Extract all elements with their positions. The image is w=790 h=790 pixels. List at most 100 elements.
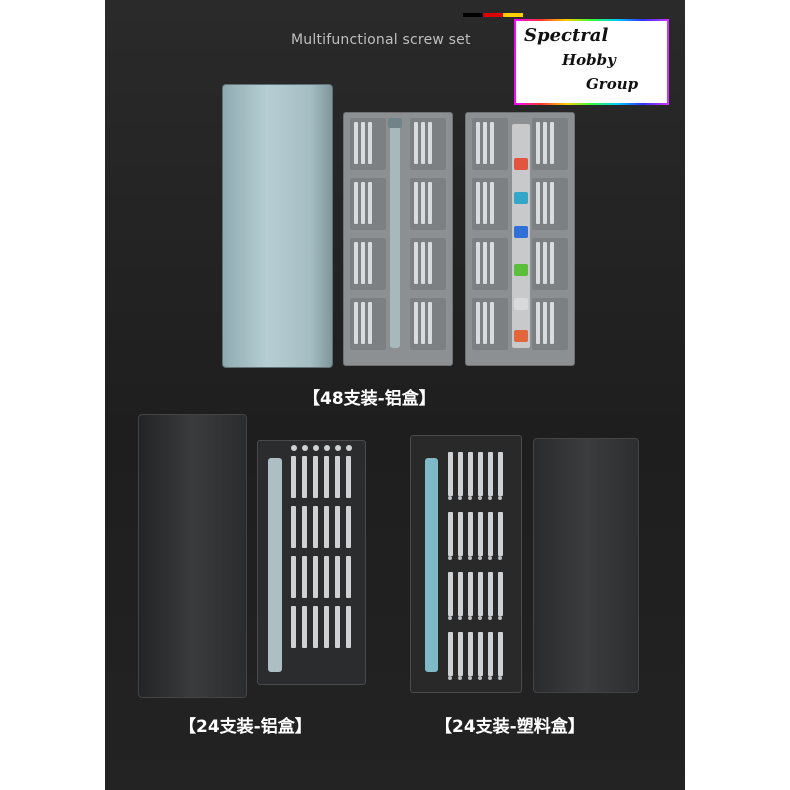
logo-line-1: Spectral (524, 25, 609, 46)
bit-icon (324, 456, 329, 498)
device-icon (514, 226, 528, 238)
bit-icon (543, 182, 547, 224)
bit-icon (368, 242, 372, 284)
bit-icon (414, 302, 418, 344)
bit-icon (488, 452, 493, 496)
bit-head-icon (488, 496, 492, 500)
bit-icon (291, 606, 296, 648)
bit-icon (313, 506, 318, 548)
bit-head-icon (478, 616, 482, 620)
bit-icon (488, 512, 493, 556)
bit-icon (421, 182, 425, 224)
bit-icon (421, 302, 425, 344)
caption-24-aluminum: 【24支装-铝盒】 (179, 717, 312, 737)
bit-icon (448, 512, 453, 556)
bit-head-icon (478, 676, 482, 680)
device-icon (514, 192, 528, 204)
bit-icon (536, 182, 540, 224)
bit-icon (536, 242, 540, 284)
bit-icon (476, 182, 480, 224)
bit-icon (291, 556, 296, 598)
screwdriver-handle-icon (390, 124, 400, 348)
bit-icon (476, 302, 480, 344)
bit-icon (291, 506, 296, 548)
bit-icon (478, 452, 483, 496)
bit-icon (346, 606, 351, 648)
bit-head-icon (324, 445, 330, 451)
bit-head-icon (448, 616, 452, 620)
bit-icon (421, 122, 425, 164)
bit-icon (346, 456, 351, 498)
bit-icon (324, 606, 329, 648)
bit-icon (324, 506, 329, 548)
bit-icon (488, 572, 493, 616)
bit-icon (313, 456, 318, 498)
bit-icon (478, 572, 483, 616)
lid-24-aluminum (138, 414, 247, 698)
bit-icon (335, 506, 340, 548)
bit-head-icon (488, 616, 492, 620)
bit-icon (550, 242, 554, 284)
bit-icon (490, 302, 494, 344)
bit-icon (368, 122, 372, 164)
bit-icon (368, 302, 372, 344)
bit-icon (313, 556, 318, 598)
bit-head-icon (448, 496, 452, 500)
bit-icon (550, 122, 554, 164)
bit-icon (414, 242, 418, 284)
logo-line-3: Group (586, 75, 639, 93)
bit-icon (536, 302, 540, 344)
bit-icon (550, 302, 554, 344)
bit-icon (361, 302, 365, 344)
bit-icon (421, 242, 425, 284)
bit-icon (498, 632, 503, 676)
bit-icon (458, 572, 463, 616)
bit-icon (448, 572, 453, 616)
bit-icon (361, 182, 365, 224)
page-title: Multifunctional screw set (291, 32, 471, 48)
bit-head-icon (468, 556, 472, 560)
bit-head-icon (458, 496, 462, 500)
bit-head-icon (498, 616, 502, 620)
bit-head-icon (488, 556, 492, 560)
bit-icon (313, 606, 318, 648)
bit-icon (354, 302, 358, 344)
device-icon (514, 330, 528, 342)
bit-head-icon (458, 616, 462, 620)
bit-icon (550, 182, 554, 224)
bit-icon (498, 512, 503, 556)
bit-icon (302, 606, 307, 648)
bit-head-icon (468, 676, 472, 680)
bit-icon (361, 242, 365, 284)
bit-icon (536, 122, 540, 164)
bit-icon (302, 556, 307, 598)
bit-icon (302, 506, 307, 548)
bit-head-icon (498, 496, 502, 500)
bit-icon (458, 452, 463, 496)
bit-icon (428, 122, 432, 164)
bit-icon (428, 182, 432, 224)
bit-icon (468, 572, 473, 616)
bit-icon (354, 182, 358, 224)
caption-24-plastic: 【24支装-塑料盒】 (435, 717, 585, 737)
german-flag-icon (463, 13, 523, 17)
bit-icon (428, 242, 432, 284)
brand-logo: Spectral Hobby Group (514, 19, 669, 105)
bit-head-icon (302, 445, 308, 451)
bit-head-icon (498, 556, 502, 560)
bit-head-icon (448, 676, 452, 680)
bit-head-icon (478, 556, 482, 560)
logo-line-2: Hobby (562, 51, 616, 69)
bit-icon (428, 302, 432, 344)
bit-icon (490, 242, 494, 284)
bit-icon (335, 606, 340, 648)
bit-icon (368, 182, 372, 224)
bit-icon (543, 122, 547, 164)
bit-icon (483, 182, 487, 224)
device-icon (514, 158, 528, 170)
bit-icon (346, 506, 351, 548)
bit-icon (414, 122, 418, 164)
bit-icon (490, 182, 494, 224)
bit-icon (476, 122, 480, 164)
